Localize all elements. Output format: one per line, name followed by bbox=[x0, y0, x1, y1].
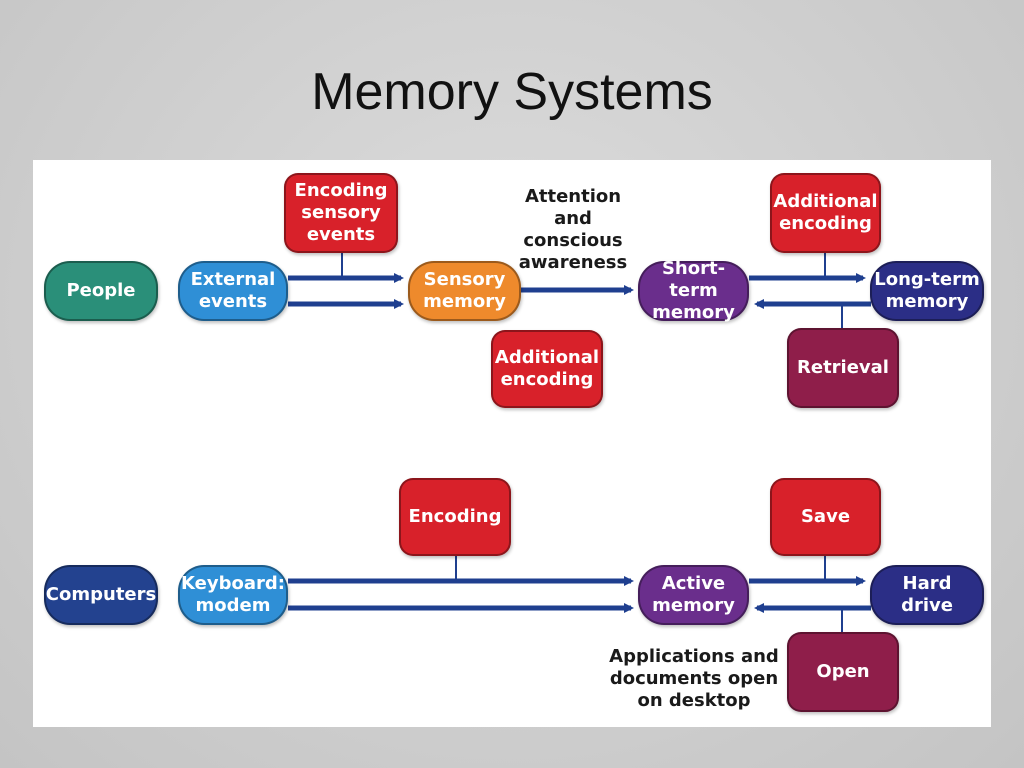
long-term-memory-label: Long-term memory bbox=[874, 269, 980, 312]
save-node: Save bbox=[770, 478, 881, 556]
applications-documents-label: Applications and documents open on deskt… bbox=[609, 646, 779, 711]
active-memory-node: Active memory bbox=[638, 565, 749, 625]
hard-drive-label: Hard drive bbox=[901, 573, 953, 616]
active-memory-label: Active memory bbox=[652, 573, 735, 616]
external-events-label: External events bbox=[190, 269, 276, 312]
attention-awareness-label: Attention and conscious awareness bbox=[518, 186, 628, 273]
additional-encoding-label-2: Additional encoding bbox=[773, 191, 878, 234]
short-term-memory-label: Short-term memory bbox=[652, 258, 735, 323]
connector-layer bbox=[288, 253, 871, 632]
additional-encoding-node-1: Additional encoding bbox=[491, 330, 603, 408]
external-events-node: External events bbox=[178, 261, 288, 321]
diagram-panel: People External events Encoding sensory … bbox=[33, 160, 991, 727]
open-label: Open bbox=[816, 661, 870, 682]
retrieval-node: Retrieval bbox=[787, 328, 899, 408]
long-term-memory-node: Long-term memory bbox=[870, 261, 984, 321]
additional-encoding-node-2: Additional encoding bbox=[770, 173, 881, 253]
hard-drive-node: Hard drive bbox=[870, 565, 984, 625]
people-label: People bbox=[66, 280, 136, 301]
open-node: Open bbox=[787, 632, 899, 712]
retrieval-label: Retrieval bbox=[797, 357, 889, 378]
sensory-memory-label: Sensory memory bbox=[423, 269, 506, 312]
encoding-node: Encoding bbox=[399, 478, 511, 556]
additional-encoding-label-1: Additional encoding bbox=[494, 347, 600, 390]
keyboard-modem-node: Keyboard: modem bbox=[178, 565, 288, 625]
sensory-memory-node: Sensory memory bbox=[408, 261, 521, 321]
short-term-memory-node: Short-term memory bbox=[638, 258, 749, 323]
save-label: Save bbox=[800, 506, 851, 527]
computers-label: Computers bbox=[45, 584, 157, 605]
page-title: Memory Systems bbox=[311, 63, 713, 121]
encoding-sensory-events-label: Encoding sensory events bbox=[294, 180, 388, 245]
encoding-sensory-events-node: Encoding sensory events bbox=[284, 173, 398, 253]
people-node: People bbox=[44, 261, 158, 321]
computers-node: Computers bbox=[44, 565, 158, 625]
encoding-label: Encoding bbox=[408, 506, 502, 527]
keyboard-modem-label: Keyboard: modem bbox=[181, 573, 285, 616]
